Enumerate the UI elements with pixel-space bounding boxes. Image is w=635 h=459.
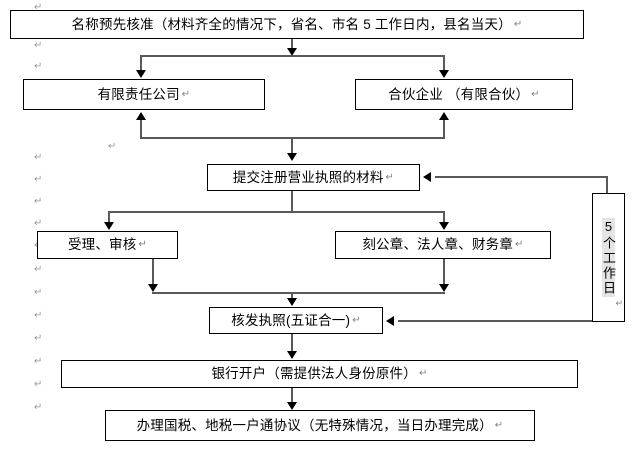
connector-arrow-down xyxy=(439,222,449,230)
node-issue-license[interactable]: 核发执照(五证合一)↵ xyxy=(209,307,383,334)
node-name-approval-mark: ↵ xyxy=(513,18,523,30)
connector-arrow-down xyxy=(287,48,297,56)
connector-arrow-down xyxy=(287,153,297,161)
paragraph-mark: ↵ xyxy=(34,287,43,298)
paragraph-mark: ↵ xyxy=(34,152,43,163)
connector-arrow-down xyxy=(439,284,449,292)
node-accept-review[interactable]: 受理、审核↵ xyxy=(37,231,178,259)
connector-arrow-down xyxy=(287,402,297,410)
node-accept-review-mark: ↵ xyxy=(138,239,148,251)
node-submit-materials-label: 提交注册营业执照的材料 xyxy=(232,169,384,185)
connector-line xyxy=(140,55,142,72)
node-issue-license-mark: ↵ xyxy=(352,314,361,326)
node-submit-materials[interactable]: 提交注册营业执照的材料↵ xyxy=(207,164,420,191)
node-name-approval[interactable]: 名称预先核准（材料齐全的情况下，省名、市名 5 工作日内，县名当天）↵ xyxy=(10,10,584,39)
paragraph-mark: ↵ xyxy=(34,264,43,275)
node-limited-company-mark: ↵ xyxy=(181,88,191,100)
node-limited-company-label: 有限责任公司 xyxy=(97,86,180,102)
node-tax-agreement[interactable]: 办理国税、地税一户通协议（无特殊情况，当日办理完成）↵ xyxy=(105,410,535,441)
node-issue-license-label: 核发执照(五证合一) xyxy=(231,312,351,328)
connector-line-feedback xyxy=(435,176,608,178)
connector-line xyxy=(140,55,445,57)
node-five-working-days[interactable]: 5个工作日 ↵ xyxy=(592,193,625,322)
node-carve-seals[interactable]: 刻公章、法人章、财务章↵ xyxy=(335,231,551,259)
node-bank-account-mark: ↵ xyxy=(418,368,428,380)
node-carve-seals-label: 刻公章、法人章、财务章 xyxy=(362,237,514,253)
node-tax-agreement-mark: ↵ xyxy=(494,419,504,431)
node-submit-materials-mark: ↵ xyxy=(385,171,395,183)
node-five-working-days-mark: ↵ xyxy=(615,298,623,308)
connector-arrow-up xyxy=(439,112,449,120)
connector-line xyxy=(443,55,445,72)
paragraph-mark: ↵ xyxy=(34,379,43,390)
connector-arrow-up xyxy=(136,112,146,120)
paragraph-mark: ↵ xyxy=(34,356,43,367)
connector-arrow-down xyxy=(148,284,158,292)
node-limited-company[interactable]: 有限责任公司↵ xyxy=(23,79,265,110)
paragraph-mark: ↵ xyxy=(34,40,43,51)
connector-line-feedback xyxy=(398,320,608,322)
node-accept-review-label: 受理、审核 xyxy=(67,237,137,253)
paragraph-mark: ↵ xyxy=(34,2,43,13)
connector-arrow-down xyxy=(136,70,146,78)
connector-line xyxy=(108,211,445,213)
connector-line xyxy=(108,211,110,224)
paragraph-mark: ↵ xyxy=(34,174,43,185)
connector-line xyxy=(140,120,142,139)
connector-line xyxy=(443,259,445,289)
node-bank-account[interactable]: 银行开户（需提供法人身份原件）↵ xyxy=(61,360,578,388)
paragraph-mark: ↵ xyxy=(34,310,43,321)
node-partnership-mark: ↵ xyxy=(531,88,540,100)
node-partnership-label: 合伙企业 （有限合伙） xyxy=(388,86,530,102)
connector-line xyxy=(291,388,293,408)
node-name-approval-label: 名称预先核准（材料齐全的情况下，省名、市名 5 工作日内，县名当天） xyxy=(71,16,512,32)
paragraph-mark: ↵ xyxy=(34,196,43,207)
paragraph-mark: ↵ xyxy=(34,333,43,344)
paragraph-mark: ↵ xyxy=(34,218,43,229)
connector-arrow-down xyxy=(287,351,297,359)
connector-arrow-left xyxy=(423,172,431,182)
connector-line xyxy=(291,334,293,358)
node-carve-seals-mark: ↵ xyxy=(515,239,524,251)
connector-line xyxy=(443,211,445,224)
paragraph-mark: ↵ xyxy=(34,402,43,413)
connector-line xyxy=(291,137,293,155)
node-bank-account-label: 银行开户（需提供法人身份原件） xyxy=(211,366,417,382)
node-tax-agreement-label: 办理国税、地税一户通协议（无特殊情况，当日办理完成） xyxy=(136,417,493,433)
connector-line xyxy=(291,191,293,211)
node-partnership[interactable]: 合伙企业 （有限合伙）↵ xyxy=(355,79,573,110)
connector-line xyxy=(152,259,154,289)
connector-line xyxy=(443,120,445,139)
connector-arrow-down xyxy=(104,222,114,230)
connector-line-feedback xyxy=(606,176,608,194)
node-five-working-days-label: 5个工作日 xyxy=(601,218,616,297)
connector-arrow-down xyxy=(287,298,297,306)
connector-line xyxy=(291,39,293,53)
connector-line xyxy=(152,292,445,294)
paragraph-mark: ↵ xyxy=(108,141,117,152)
connector-arrow-left xyxy=(386,316,394,326)
paragraph-mark: ↵ xyxy=(34,61,43,72)
connector-arrow-down xyxy=(439,70,449,78)
